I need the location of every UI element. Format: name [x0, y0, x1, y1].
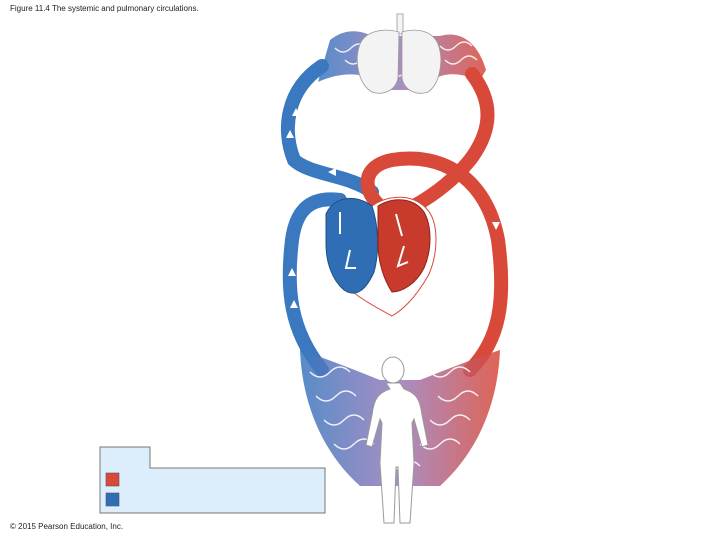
arrow-down-icon: [471, 114, 479, 122]
color-key: [100, 447, 325, 513]
copyright-notice: © 2015 Pearson Education, Inc.: [10, 522, 123, 531]
right-heart-chambers: [326, 198, 378, 293]
oxygen-rich-swatch: [106, 473, 119, 486]
pulmonary-artery: [288, 66, 372, 192]
arrow-down-icon: [460, 142, 468, 150]
oxygen-poor-swatch: [106, 493, 119, 506]
